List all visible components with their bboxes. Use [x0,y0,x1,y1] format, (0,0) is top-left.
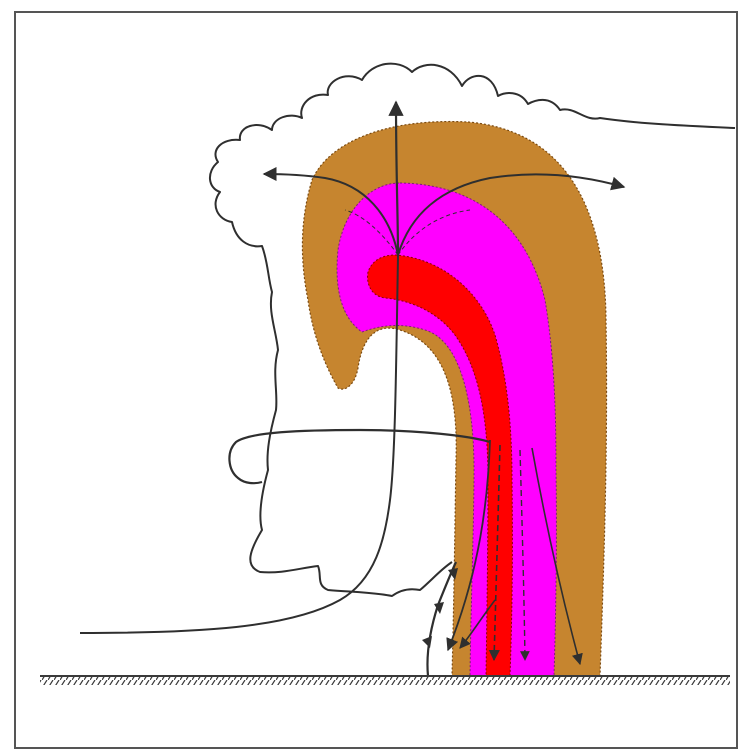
ground-surface [40,676,730,685]
frame-border [15,12,737,748]
